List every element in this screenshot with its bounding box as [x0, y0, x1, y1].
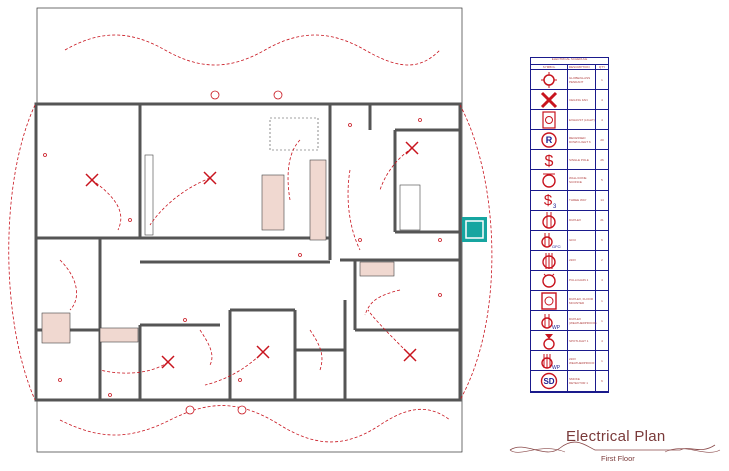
svg-text:3: 3	[553, 204, 557, 209]
220v-outlet-icon	[542, 253, 556, 270]
schedule-row: CEILING FAN 4	[531, 90, 608, 111]
gfci-outlet-icon: GFCI	[541, 233, 561, 249]
row-qty: 1	[601, 298, 603, 303]
row-qty: 4	[601, 278, 603, 283]
kitchen-counters	[41, 117, 421, 344]
row-description: CEILING FAN	[568, 90, 596, 110]
svg-text:WP: WP	[552, 325, 561, 330]
plan-title: Electrical Plan	[566, 428, 666, 445]
schedule-row: DUPLEX, FLOOR MOUNTED 1	[531, 291, 608, 312]
electrical-schedule: ELECTRICAL SCHEDULE SYMBOL DESCRIPTION Q…	[530, 57, 609, 393]
schedule-row: GFCI GFCI 6	[531, 230, 608, 251]
plan-subtitle: First Floor	[601, 454, 635, 463]
header-symbol: SYMBOL	[531, 65, 568, 69]
row-description: THREE WAY	[568, 190, 596, 210]
wall-sconce-icon	[542, 173, 556, 188]
schedule-row: EXHAUST (LIGHT) 4	[531, 110, 608, 131]
row-description: GFCI	[568, 230, 596, 250]
row-description: EXHAUST (LIGHT)	[568, 110, 596, 130]
row-description: GLOBE/GLASS PENDANT	[568, 70, 596, 90]
row-description: WALL/CONE SCONCE	[568, 170, 596, 190]
svg-text:$: $	[545, 153, 554, 169]
row-qty: 4	[601, 97, 603, 102]
row-qty: 4	[601, 338, 603, 343]
schedule-row: $3 THREE WAY 14	[531, 190, 608, 211]
row-qty: 14	[600, 198, 604, 203]
smoke-detector-icon: SD	[540, 372, 558, 390]
row-description: 220V	[568, 250, 596, 270]
spotlight-icon	[543, 333, 555, 350]
row-qty: 5	[601, 178, 603, 183]
row-description: DUPLEX, FLOOR MOUNTED	[568, 291, 596, 311]
schedule-row: SD SMOKE DETECTOR 1 6	[531, 371, 608, 392]
pull-chain-icon	[542, 274, 556, 289]
schedule-row: DUPLEX 21	[531, 210, 608, 231]
schedule-row: WP 220V WEATHERPROOF 1	[531, 351, 608, 372]
row-description: DUPLEX	[568, 210, 596, 230]
row-qty: 6	[601, 238, 603, 243]
header-qty: QTY	[598, 65, 606, 69]
schedule-title: ELECTRICAL SCHEDULE	[531, 58, 608, 65]
schedule-row: 220V 2	[531, 250, 608, 271]
globe-pendant-icon	[541, 71, 557, 88]
row-description: SPOTLIGHT 1	[568, 331, 596, 351]
wiring	[8, 34, 493, 443]
title-ornament	[509, 441, 721, 453]
svg-text:WP: WP	[552, 365, 561, 370]
row-description: RECESSED DOWN LIGHT 6	[568, 130, 596, 150]
svg-text:$: $	[544, 192, 553, 209]
recessed-light-icon: R	[541, 132, 557, 148]
row-qty: 1	[601, 358, 603, 363]
svg-text:R: R	[546, 135, 553, 145]
row-qty: 4	[601, 117, 603, 122]
row-description: DUPLEX (WEATHERPROOF)	[568, 311, 596, 331]
header-description: DESCRIPTION	[568, 65, 596, 69]
ceiling-fans	[85, 141, 419, 369]
exhaust-light-icon	[542, 111, 556, 129]
svg-text:GFCI: GFCI	[552, 244, 561, 249]
fixtures	[43, 90, 442, 415]
schedule-row: PULLCHAIN 1 4	[531, 270, 608, 292]
schedule-row: GLOBE/GLASS PENDANT 1	[531, 70, 608, 91]
row-qty: 20	[600, 137, 604, 142]
schedule-row: R RECESSED DOWN LIGHT 6 20	[531, 130, 608, 151]
single-pole-switch-icon: $	[545, 153, 554, 169]
row-qty: 21	[600, 218, 604, 223]
svg-text:SD: SD	[543, 377, 554, 386]
row-qty: 2	[601, 258, 603, 263]
three-way-switch-icon: $3	[544, 192, 557, 209]
schedule-row: SPOTLIGHT 1 4	[531, 331, 608, 352]
floor-plan	[8, 7, 493, 453]
row-description: 220V WEATHERPROOF	[568, 351, 596, 371]
ceiling-fan-icon	[540, 91, 558, 108]
row-description: PULLCHAIN 1	[568, 270, 596, 291]
row-qty: 26	[600, 157, 604, 162]
row-description: SMOKE DETECTOR 1	[568, 371, 596, 391]
row-qty: 1	[601, 77, 603, 82]
row-qty: 1	[601, 318, 603, 323]
schedule-row: WALL/CONE SCONCE 5	[531, 170, 608, 191]
duplex-outlet-icon	[542, 212, 556, 229]
schedule-row: WP DUPLEX (WEATHERPROOF) 1	[531, 311, 608, 332]
row-description: SINGLE POLE	[568, 150, 596, 170]
weatherproof-duplex-icon: WP	[541, 313, 561, 330]
walls	[34, 102, 462, 402]
schedule-row: $ SINGLE POLE 26	[531, 150, 608, 171]
weatherproof-220v-icon: WP	[541, 353, 561, 370]
row-qty: 6	[601, 378, 603, 383]
floor-outlet-icon	[541, 291, 557, 310]
